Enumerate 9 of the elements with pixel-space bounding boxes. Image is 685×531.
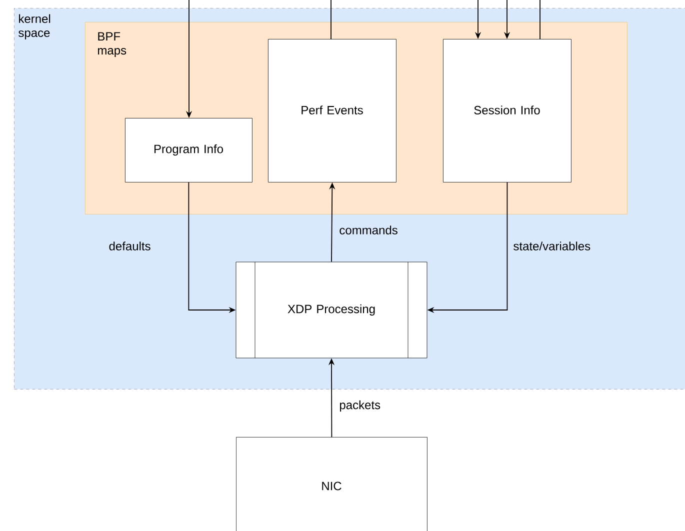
box: Session Info bbox=[443, 39, 572, 182]
edge-label: defaults bbox=[109, 242, 150, 250]
box: Perf Events bbox=[268, 39, 396, 182]
edge-label: packets bbox=[340, 400, 380, 412]
process-box: XDP Processing bbox=[236, 262, 428, 358]
edge-label: commands bbox=[340, 226, 398, 234]
edge-label: state/variables bbox=[514, 242, 590, 250]
box: NIC bbox=[236, 437, 428, 531]
box: Program Info bbox=[125, 118, 252, 182]
